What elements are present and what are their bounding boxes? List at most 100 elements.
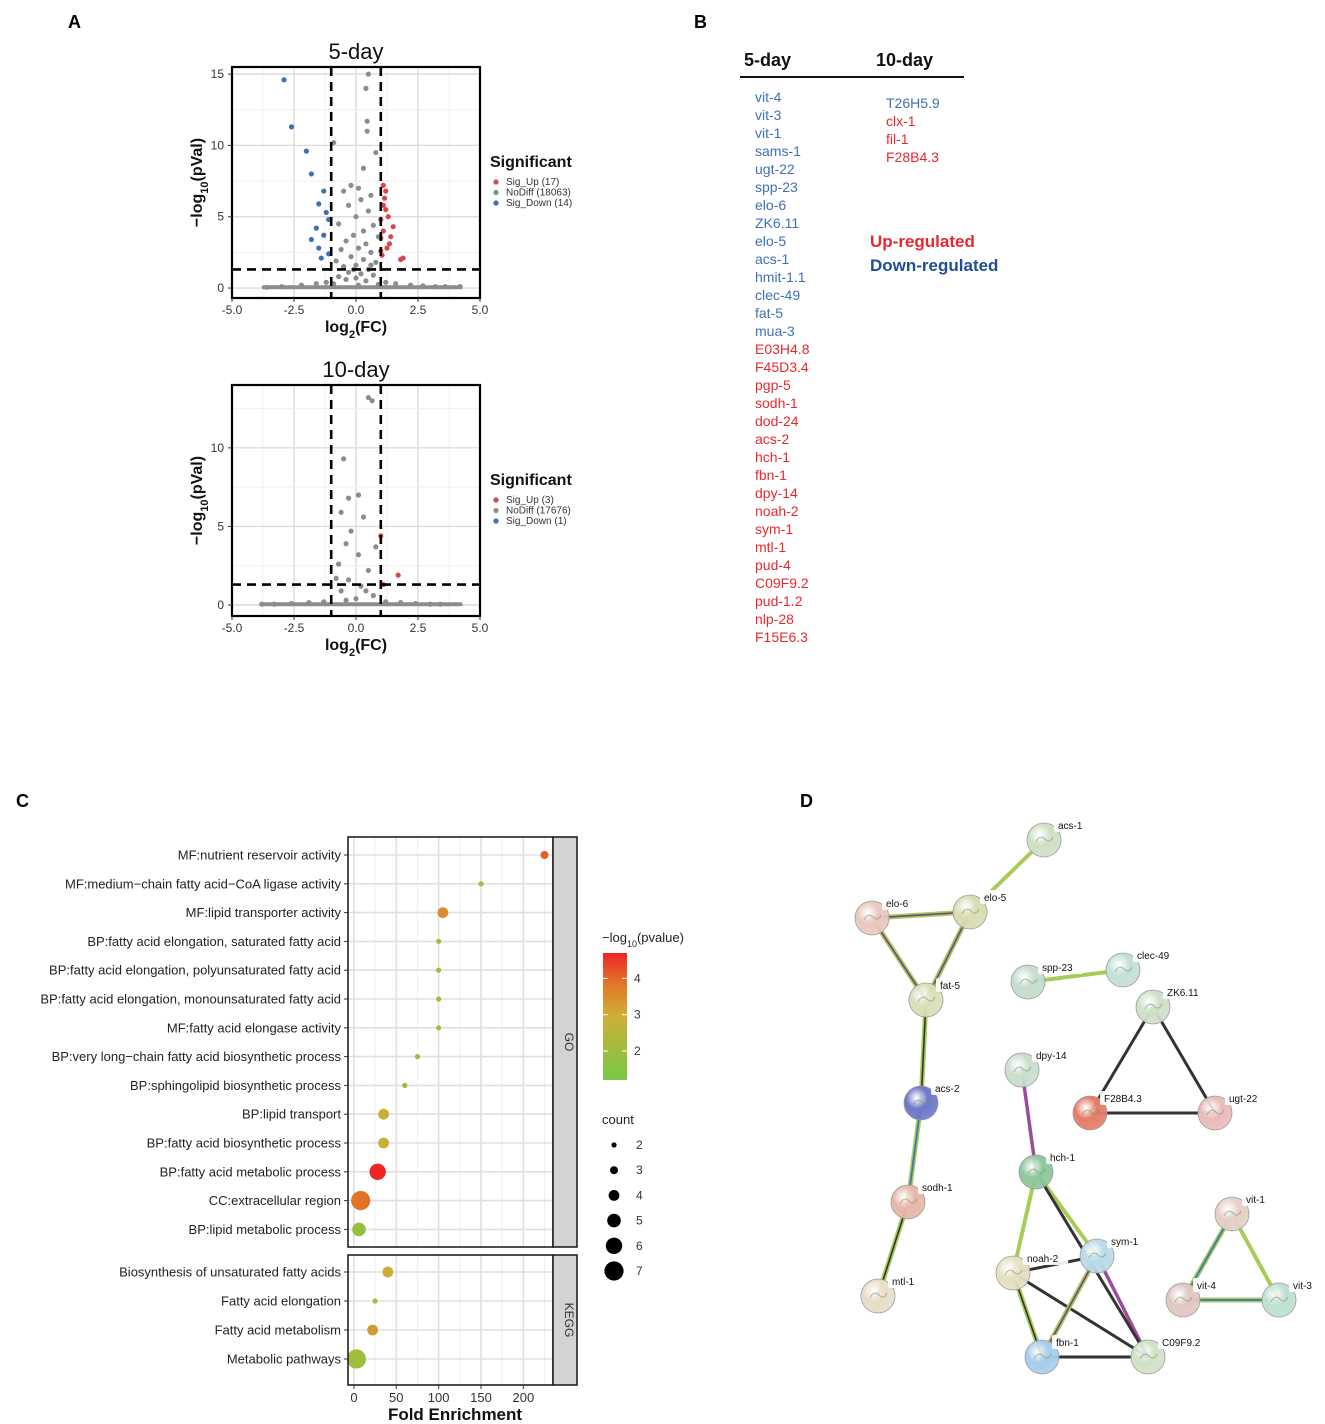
legend-label: NoDiff (18063) <box>506 188 571 199</box>
gene-item: mtl-1 <box>755 539 787 555</box>
x-tick-label: 5.0 <box>472 621 489 635</box>
volcano-point-nodiff <box>353 275 359 281</box>
volcano-point-nodiff <box>393 281 399 287</box>
volcano-point-nodiff <box>355 185 362 191</box>
size-legend-label: 6 <box>636 1239 643 1253</box>
gene-item: elo-5 <box>755 233 787 249</box>
volcano-point-nodiff <box>341 188 347 194</box>
gene-item: fbn-1 <box>755 467 787 483</box>
enrichment-dot <box>372 1298 378 1304</box>
gene-item: pgp-5 <box>755 377 791 393</box>
node-label: hch-1 <box>1050 1153 1075 1164</box>
network-node-vit-3 <box>1261 1282 1297 1318</box>
network-node-hch-1 <box>1018 1154 1054 1190</box>
node-label: sym-1 <box>1111 1237 1139 1248</box>
legend-marker-nodiff <box>493 189 499 196</box>
legend-marker-up <box>493 179 499 185</box>
term-label: MF:nutrient reservoir activity <box>178 848 342 863</box>
enrichment-dot <box>367 1324 378 1336</box>
volcano-point-down <box>281 77 287 83</box>
x-tick-label: 0 <box>350 1390 357 1405</box>
size-legend-marker <box>608 1190 620 1201</box>
gene-item: clx-1 <box>886 113 916 129</box>
legend-down-regulated: Down-regulated <box>870 256 999 275</box>
volcano-point-down <box>308 236 314 243</box>
term-label: Fatty acid elongation <box>221 1294 341 1309</box>
enrichment-dot <box>402 1082 408 1088</box>
gene-item: E03H4.8 <box>755 341 810 357</box>
volcano-point-up <box>381 195 388 201</box>
volcano-point-nodiff <box>364 128 370 134</box>
volcano-point-up <box>385 214 391 220</box>
node-label: elo-6 <box>886 899 909 910</box>
node-label-background <box>1023 1251 1069 1265</box>
node-structure-icon <box>1081 1109 1100 1116</box>
volcano-point-nodiff <box>363 241 369 247</box>
term-label: BP:fatty acid biosynthetic process <box>147 1136 342 1151</box>
enrichment-dot <box>414 1054 421 1060</box>
volcano-point-nodiff <box>360 514 367 520</box>
color-legend-label: 4 <box>634 971 641 985</box>
enrichment-dot <box>369 1163 386 1181</box>
y-axis-label: −log10(pVal) <box>189 138 211 227</box>
network-node-fat-5 <box>908 982 944 1018</box>
plot-title: 5-day <box>328 39 383 64</box>
volcano-point-nodiff <box>348 254 354 260</box>
volcano-point-nodiff <box>363 278 369 284</box>
volcano-point-nodiff <box>348 182 354 188</box>
gene-item: noah-2 <box>755 503 799 519</box>
enrichment-dot <box>540 851 549 859</box>
volcano-point-nodiff <box>355 552 362 558</box>
x-tick-label: -5.0 <box>222 621 243 635</box>
volcano-point-nodiff <box>383 279 389 285</box>
term-label: BP:lipid metabolic process <box>189 1222 342 1237</box>
node-label-background <box>936 978 975 992</box>
x-tick-label: 50 <box>389 1390 403 1405</box>
node-structure-icon <box>1019 978 1038 985</box>
volcano-point-nodiff <box>323 279 329 285</box>
size-legend-marker <box>610 1166 618 1175</box>
network-node-sym-1 <box>1079 1238 1115 1274</box>
node-structure-icon <box>1035 836 1054 843</box>
node-label-background <box>1100 1091 1152 1105</box>
node-label: C09F9.2 <box>1162 1338 1201 1349</box>
volcano-point-nodiff <box>365 567 371 574</box>
node-label-background <box>1193 1278 1232 1292</box>
legend-marker-nodiff <box>493 507 499 514</box>
size-legend-label: 5 <box>636 1214 643 1228</box>
node-structure-icon <box>961 908 980 915</box>
color-legend-label: 3 <box>634 1008 641 1022</box>
volcano-point-down <box>313 225 319 231</box>
network-edge <box>1151 1005 1217 1115</box>
volcano-point-down <box>321 232 327 238</box>
enrichment-dot <box>382 1266 394 1278</box>
node-label-background <box>1242 1192 1281 1206</box>
gene-item: pud-4 <box>755 557 791 573</box>
network-node-F28B4.3 <box>1072 1095 1108 1131</box>
volcano-point-up <box>386 241 393 247</box>
gene-item: dpy-14 <box>755 485 798 501</box>
gene-item: nlp-28 <box>755 611 794 627</box>
volcano-point-nodiff <box>355 245 362 251</box>
plot-title: 10-day <box>322 357 389 382</box>
x-tick-label: 100 <box>428 1390 450 1405</box>
volcano-point-nodiff <box>360 165 367 171</box>
gene-item: sams-1 <box>755 143 801 159</box>
y-tick-label: 0 <box>217 281 224 295</box>
node-label: acs-2 <box>935 1084 960 1095</box>
volcano-point-nodiff <box>370 222 376 228</box>
enrichment-dot <box>352 1222 366 1237</box>
node-structure-icon <box>1139 1353 1158 1360</box>
volcano-point-nodiff <box>355 492 362 498</box>
node-label: acs-1 <box>1058 821 1083 832</box>
network-node-acs-1 <box>1026 822 1062 858</box>
gene-item: dod-24 <box>755 413 799 429</box>
gene-item: vit-4 <box>755 89 782 105</box>
node-label-background <box>1038 960 1084 974</box>
facet-strip <box>552 1254 578 1386</box>
volcano-point-up <box>383 188 389 194</box>
volcano-point-up <box>398 256 404 263</box>
size-legend-marker <box>611 1142 617 1148</box>
node-structure-icon <box>869 1292 888 1299</box>
